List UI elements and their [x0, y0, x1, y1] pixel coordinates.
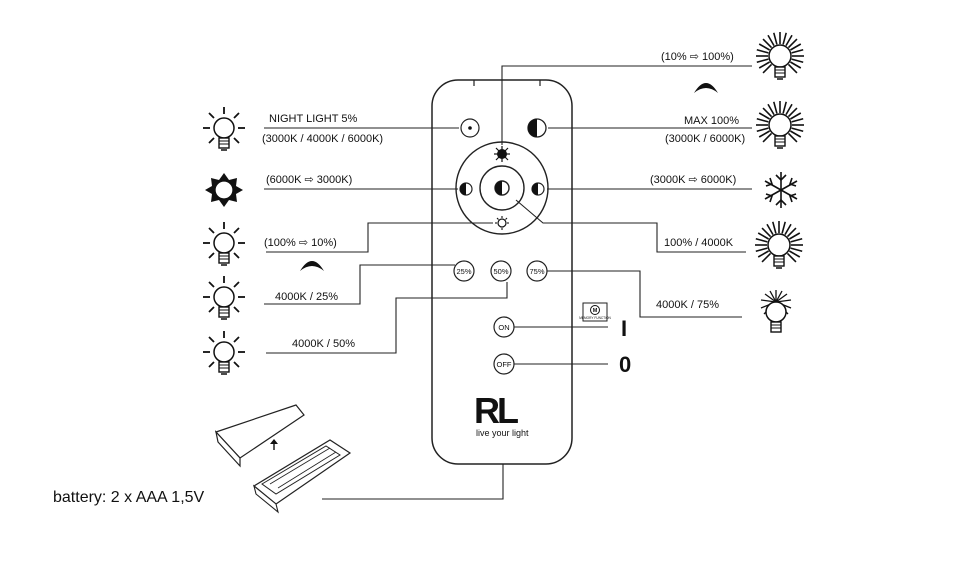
preset-75-button[interactable]: 75%: [526, 260, 548, 282]
label-cool-shift: (3000K ⇨ 6000K): [650, 174, 736, 186]
preset-50-button[interactable]: 50%: [490, 260, 512, 282]
label-dim-up: (10% ⇨ 100%): [661, 51, 734, 63]
moon-icon-left: [300, 261, 324, 271]
preset-75-bulb-icon: [760, 290, 792, 333]
on-button-label: ON: [498, 323, 509, 332]
label-dim-down: (100% ⇨ 10%): [264, 237, 337, 249]
brand-logo: RL: [474, 390, 518, 431]
leader-lines: [264, 65, 752, 500]
dial-up-button[interactable]: [494, 146, 510, 162]
battery-label: battery: 2 x AAA 1,5V: [53, 489, 205, 506]
max-brightness-button[interactable]: [527, 118, 547, 138]
label-max-temps: (3000K / 6000K): [665, 133, 745, 145]
preset-25-button[interactable]: 25%: [453, 260, 475, 282]
dial-right-button[interactable]: [531, 182, 545, 196]
sun-warm-icon: [205, 173, 243, 207]
preset-75-label: 75%: [529, 267, 544, 276]
on-button[interactable]: ON: [493, 316, 515, 338]
label-night-light: NIGHT LIGHT 5%: [269, 113, 357, 125]
label-night-light-temps: (3000K / 4000K / 6000K): [262, 133, 383, 145]
off-button-label: OFF: [497, 360, 512, 369]
moon-icon-right: [694, 83, 718, 93]
off-symbol: 0: [619, 352, 631, 377]
preset-25-label: 25%: [456, 267, 471, 276]
label-max: MAX 100%: [684, 115, 739, 127]
dial-down-button[interactable]: [495, 216, 509, 230]
night-light-button[interactable]: [460, 118, 480, 138]
snowflake-icon: [764, 172, 798, 208]
label-warm-shift: (6000K ⇨ 3000K): [266, 174, 352, 186]
battery-compartment-icon: [214, 404, 352, 514]
preset-25-bulb-icon: [202, 275, 246, 320]
svg-text:M: M: [593, 308, 598, 314]
label-preset-100: 100% / 4000K: [664, 237, 734, 249]
dial-left-button[interactable]: [459, 182, 473, 196]
preset-50-bulb-icon: [202, 330, 246, 375]
max-bulb-icon: [755, 100, 805, 149]
memory-badge-text: MEMORY FUNCTION: [579, 316, 611, 320]
label-preset-75: 4000K / 75%: [656, 299, 719, 311]
memory-function-badge: M MEMORY FUNCTION: [579, 302, 611, 322]
dim-up-bulb-icon: [755, 31, 805, 80]
preset-50-label: 50%: [493, 267, 508, 276]
brand-slogan: live your light: [476, 428, 529, 438]
preset-100-bulb-icon: [754, 220, 804, 269]
label-preset-25: 4000K / 25%: [275, 291, 338, 303]
off-button[interactable]: OFF: [493, 353, 515, 375]
dim-down-bulb-icon: [202, 221, 246, 266]
label-preset-50: 4000K / 50%: [292, 338, 355, 350]
on-symbol: I: [621, 316, 627, 341]
night-light-bulb-icon: [202, 106, 246, 151]
dial-center-button[interactable]: [494, 180, 510, 196]
